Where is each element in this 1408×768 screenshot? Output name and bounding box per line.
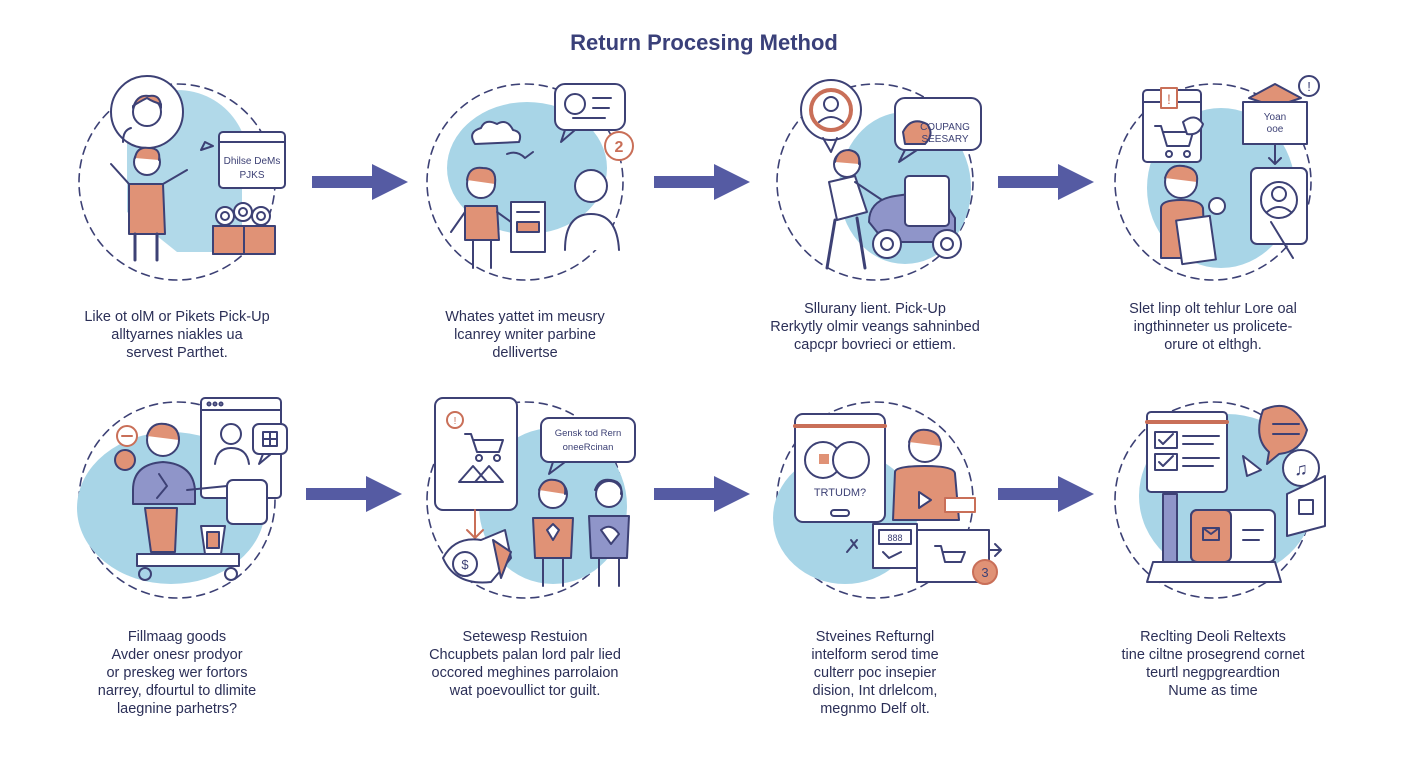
caption-line: dellivertse	[492, 345, 558, 361]
step-2-caption: Whates yattet im meusry lcanrey wniter p…	[390, 308, 660, 362]
svg-text:♫: ♫	[1294, 459, 1308, 479]
caption-line: Whates yattet im meusry	[445, 309, 605, 325]
caption-line: wat poevoullict tor guilt.	[449, 683, 601, 699]
caption-line: Avder onesr prodyor	[111, 647, 243, 663]
caption-line: Stveines Refturngl	[815, 629, 935, 645]
caption-line: ingthinneter us prolicete-	[1133, 319, 1293, 335]
step-2-badge: 2	[615, 139, 624, 156]
caption-line: intelform serod time	[811, 647, 939, 663]
caption-line: Sllurany lient. Pick-Up	[804, 301, 946, 317]
caption-line: Slet linp olt tehlur Lore oal	[1129, 301, 1297, 317]
svg-text:!: !	[1307, 79, 1311, 94]
step-7-badge: 3	[981, 565, 988, 580]
caption-line: Chcupbets palan lord palr lied	[429, 647, 621, 663]
step-8-caption: Reclting Deoli Reltexts tine ciltne pros…	[1078, 628, 1348, 700]
step-8-illustration: ♫	[1103, 390, 1326, 610]
step-7-illustration: TRTUDM? 888 3	[765, 390, 1002, 610]
caption-line: Fillmaag goods	[127, 629, 227, 645]
step-4-sign-line2: ooe	[1267, 124, 1284, 135]
step-5-illustration	[67, 390, 288, 610]
svg-text:$: $	[461, 557, 469, 572]
caption-line: capcpr bovrieci or ettiem.	[794, 337, 956, 353]
caption-line: orure ot elthgh.	[1164, 337, 1262, 353]
step-5-caption: Fillmaag goods Avder onesr prodyor or pr…	[42, 628, 312, 718]
caption-line: teurtl negpgreardtion	[1146, 665, 1280, 681]
svg-text:!: !	[454, 416, 457, 427]
step-4-illustration: ! Yoan ooe !	[1103, 72, 1323, 292]
caption-line: laegnine parhetrs?	[116, 701, 238, 717]
caption-line: alltyarnes niakles ua	[111, 327, 243, 343]
svg-text:!: !	[1167, 91, 1171, 107]
step-3-bubble-line1: COUPANG	[920, 122, 970, 133]
arrow-right-icon	[310, 162, 410, 202]
caption-line: Rerkytly olmir veangs sahninbed	[770, 319, 980, 335]
step-6-bubble-line1: Gensk tod Rern	[555, 428, 622, 439]
caption-line: occored meghines parrolaion	[431, 665, 619, 681]
page-title: Return Procesing Method	[570, 30, 838, 55]
step-1-caption: Like ot olM or Pikets Pick-Up alltyarnes…	[42, 308, 312, 362]
arrow-right-icon	[996, 474, 1096, 514]
step-1-sign-text: Dhilse DeMs	[224, 156, 281, 167]
caption-line: Reclting Deoli Reltexts	[1140, 629, 1286, 645]
caption-line: culterr poc insepier	[813, 665, 937, 681]
caption-line: dision, Int drlelcom,	[812, 683, 938, 699]
step-7-caption: Stveines Refturngl intelform serod time …	[740, 628, 1010, 718]
svg-text:PJKS: PJKS	[239, 170, 264, 181]
step-6-bubble-line2: oneeRcinan	[563, 442, 614, 453]
step-1-illustration: Dhilse DeMs PJKS	[67, 72, 287, 292]
arrow-right-icon	[652, 162, 752, 202]
step-3-bubble-line2: SEESARY	[921, 134, 968, 145]
caption-line: servest Parthet.	[126, 345, 228, 361]
arrow-right-icon	[652, 474, 752, 514]
caption-line: narrey, dfourtul to dlimite	[97, 683, 257, 699]
caption-line: Like ot olM or Pikets Pick-Up	[84, 309, 270, 325]
step-6-caption: Setewesp Restuion Chcupbets palan lord p…	[390, 628, 660, 700]
arrow-right-icon	[304, 474, 404, 514]
caption-line: tine ciltne prosegrend cornet	[1121, 647, 1305, 663]
step-4-sign-line1: Yoan	[1264, 112, 1286, 123]
caption-line: or preskeg wer fortors	[106, 665, 248, 681]
step-6-illustration: ! $ Gensk tod Rern oneeRcinan	[415, 390, 636, 610]
svg-text:888: 888	[887, 533, 902, 543]
step-7-screen-text: TRTUDM?	[814, 487, 866, 499]
step-3-caption: Sllurany lient. Pick-Up Rerkytly olmir v…	[740, 300, 1010, 354]
caption-line: Nume as time	[1168, 683, 1258, 699]
arrow-right-icon	[996, 162, 1096, 202]
caption-line: lcanrey wniter parbine	[454, 327, 596, 343]
caption-line: Setewesp Restuion	[462, 629, 588, 645]
step-2-illustration: 2	[415, 72, 635, 292]
step-3-illustration: COUPANG SEESARY	[765, 72, 985, 292]
caption-line: megnmo Delf olt.	[820, 701, 930, 717]
step-4-caption: Slet linp olt tehlur Lore oal ingthinnet…	[1078, 300, 1348, 354]
